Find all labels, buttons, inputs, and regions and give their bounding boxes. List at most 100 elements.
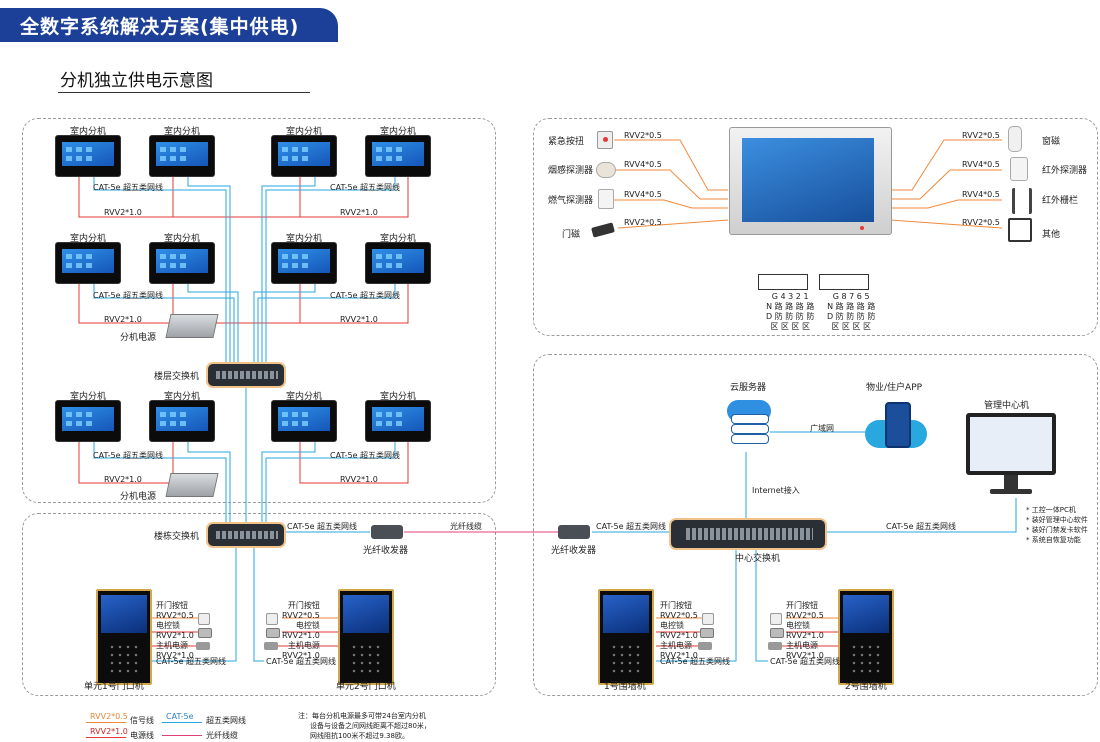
door-zone (22, 513, 496, 696)
cat5e-label: CAT-5e 超五类网线 (886, 522, 956, 532)
cat5e-label: CAT-5e 超五类网线 (93, 291, 163, 301)
terminal-text: G 8 7 6 5 (832, 292, 870, 301)
main-psu-label: 主机电源 (287, 641, 320, 650)
legend-fiber: 光纤线缆 (206, 731, 238, 740)
title-banner: 全数字系统解决方案(集中供电) (0, 8, 338, 42)
cable-label: RVV2*1.0 (156, 631, 194, 640)
legend-power: 电源线 (130, 731, 154, 740)
indoor-unit-label: 室内分机 (163, 234, 201, 244)
sensor-label: 燃气探测器 (548, 196, 594, 206)
electric-lock-label: 电控锁 (660, 621, 684, 630)
network-line (265, 175, 396, 362)
cable-label: RVV2*1.0 (786, 651, 824, 660)
electric-lock-label: 电控锁 (786, 621, 810, 630)
other-device-icon (1008, 218, 1032, 242)
cable-label: RVV2*1.0 (660, 651, 698, 660)
indoor-unit-screen (156, 407, 208, 431)
power-supply-icon (264, 642, 278, 650)
mgmt-feature: * 装好门禁发卡软件 (1026, 526, 1088, 534)
sensor-label: 红外栅栏 (1042, 196, 1079, 206)
fiber-transceiver (371, 525, 403, 539)
cat5e-text: CAT-5e (660, 657, 688, 666)
terminal-text: G 4 3 2 1 (771, 292, 809, 301)
cat5e-label: CAT-5e 超五类网线 (330, 451, 400, 461)
indoor-unit-label: 室内分机 (163, 127, 201, 137)
door-wiring-labels: 开门按钮 RVV2*0.5 电控锁 RVV2*1.0 主机电源 RVV2*1.0 (660, 601, 698, 661)
door-button-label: 开门按钮 (786, 601, 818, 610)
signal-line (614, 199, 728, 209)
cat5e-label: CAT-5e 超五类网线 (770, 657, 840, 667)
network-line (93, 283, 235, 362)
infrared-fence-icon (1012, 188, 1032, 214)
cable-label: RVV2*0.5 (282, 611, 320, 620)
indoor-unit-screen (278, 142, 330, 166)
indoor-unit (366, 401, 430, 441)
monitor-screen (742, 138, 874, 222)
internet-label: Internet接入 (752, 486, 800, 495)
cable-label: RVV4*0.5 (624, 160, 662, 169)
terminal-block-labels: G 8 7 6 5 N 路 路 路 路 D 防 防 防 防 区 区 区 区 (827, 292, 875, 332)
door-button-icon (702, 613, 714, 625)
main-psu-label: 主机电源 (156, 641, 188, 650)
mgmt-feature: * 工控一体PC机 (1026, 506, 1076, 514)
indoor-unit-screen (372, 249, 424, 273)
power-line (78, 441, 174, 484)
network-line (261, 441, 316, 523)
cat5e-desc: 超五类网线 (690, 657, 731, 666)
indoor-unit-screen (278, 249, 330, 273)
door-station-label: 单元2号门口机 (336, 682, 396, 692)
smoke-detector-icon (596, 162, 616, 178)
wan-label: 广域网 (810, 424, 834, 433)
indoor-zone (22, 118, 496, 503)
sensor-label: 门磁 (562, 230, 581, 240)
cable-label: RVV2*0.5 (624, 131, 662, 140)
switch-ports (215, 530, 278, 540)
power-line (299, 175, 409, 218)
network-line (93, 175, 227, 362)
signal-line (614, 169, 728, 200)
indicator-light (860, 226, 864, 230)
mgmt-feature: * 系统自恢复功能 (1026, 536, 1081, 544)
cat5e-text: CAT-5e (266, 657, 294, 666)
fiber-transceiver-label: 光纤收发器 (551, 546, 597, 556)
terminal-text: 区 区 区 区 (831, 322, 871, 331)
indoor-unit-screen (156, 249, 208, 273)
door-button-icon (266, 613, 278, 625)
floor-switch (206, 362, 286, 388)
wall-station (598, 589, 654, 685)
extension-power-supply (165, 473, 219, 497)
cat5e-label: CAT-5e 超五类网线 (93, 451, 163, 461)
network-line (152, 544, 237, 662)
infrared-detector-icon (1010, 157, 1028, 181)
cable-label: RVV2*0.5 (786, 611, 824, 620)
network-line (755, 546, 768, 662)
note: 注：每台分机电源最多可带24台室内分机 设备与设备之间网线距离不超过80米， 网… (298, 711, 431, 741)
mgmt-features: * 工控一体PC机 * 装好管理中心软件 * 装好门禁发卡软件 * 系统自恢复功… (1026, 505, 1088, 545)
floor-switch-label: 楼层交换机 (154, 372, 200, 382)
app-label: 物业/住户APP (866, 383, 923, 393)
cat5e-text: CAT-5e (330, 291, 358, 300)
center-switch-label: 中心交换机 (735, 554, 781, 564)
indoor-unit-label: 室内分机 (285, 127, 323, 137)
cat5e-text: CAT-5e (886, 522, 914, 531)
psu-label: 分机电源 (120, 492, 157, 502)
sensor-label: 烟感探测器 (548, 166, 594, 176)
terminal-text: N 路 路 路 路 (766, 302, 815, 311)
indoor-unit-label: 室内分机 (69, 127, 107, 137)
network-line (187, 283, 239, 362)
cat5e-desc: 超五类网线 (800, 657, 841, 666)
electric-lock-label: 电控锁 (295, 621, 320, 630)
sensor-label: 红外探测器 (1042, 166, 1088, 176)
indoor-unit-screen (156, 142, 208, 166)
legend-power-line (86, 737, 126, 738)
door-button-icon (770, 613, 782, 625)
building-switch-label: 楼栋交换机 (154, 532, 200, 542)
door-station (96, 589, 152, 685)
rvv-power-label: RVV2*1.0 (104, 315, 142, 324)
cat5e-label: CAT-5e 超五类网线 (596, 522, 666, 532)
cat5e-text: CAT-5e (596, 522, 624, 531)
cable-label: RVV4*0.5 (962, 160, 1000, 169)
terminal-text: D 防 防 防 防 (827, 312, 876, 321)
building-switch (206, 522, 286, 548)
power-supply-icon (698, 642, 712, 650)
